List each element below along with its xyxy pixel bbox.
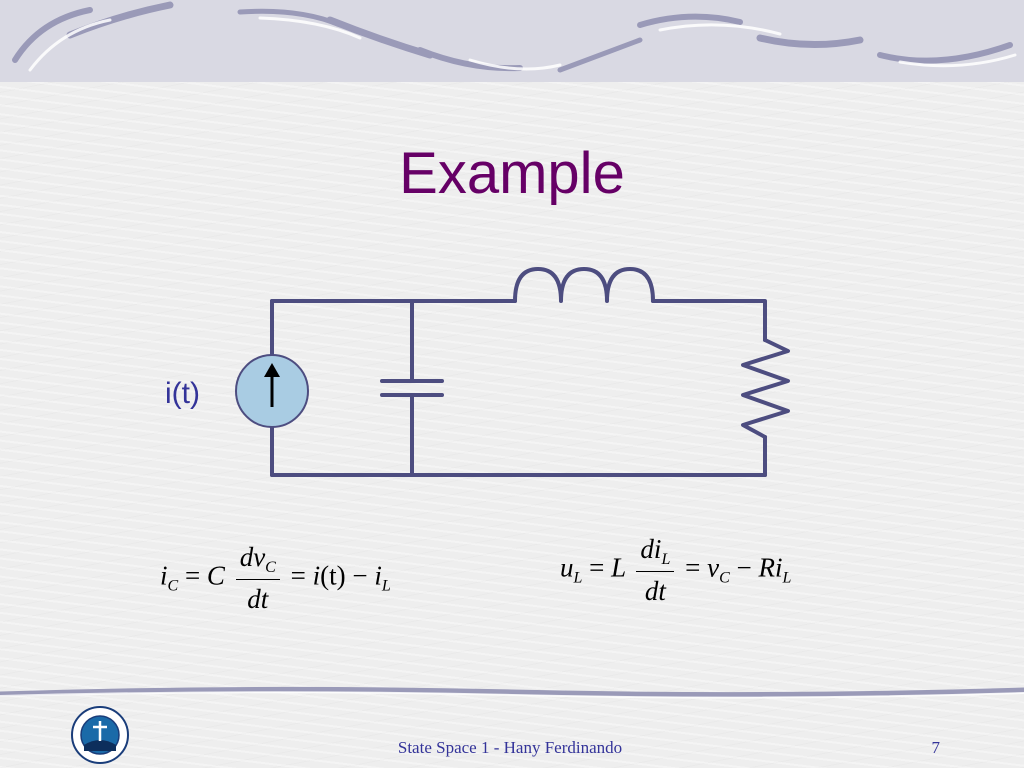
top-wire-right (651, 299, 767, 342)
eq2-lhs-sub: L (573, 569, 583, 587)
eq1-equals-2: = (290, 560, 306, 591)
eq2-rhs-b: Ri (758, 552, 783, 583)
page-number: 7 (931, 738, 941, 757)
eq2-coef: L (611, 552, 626, 583)
eq1-rhs-paren: (t) (320, 560, 346, 591)
eq1-num: dv (239, 542, 266, 572)
eq2-rhs-a: v (707, 552, 720, 583)
eq2-rhs-a-sub: C (719, 569, 730, 587)
eq1-equals-1: = (184, 560, 201, 591)
eq1-lhs-var: i (160, 560, 168, 591)
eq1-rhs-b-sub: L (381, 577, 391, 595)
up-arrow-icon (264, 363, 280, 407)
eq1-rhs-a: i (312, 560, 321, 591)
eq1-minus: − (352, 560, 368, 591)
eq2-equals-1: = (589, 552, 605, 583)
eq2-lhs-var: u (560, 552, 574, 583)
eq2-rhs-b-sub: L (782, 569, 792, 587)
eq2-num-sub: L (661, 551, 671, 568)
eq1-lhs-sub: C (167, 577, 179, 595)
circuit-diagram (235, 267, 790, 477)
eq1-rhs-b: i (374, 560, 382, 591)
footer-divider (0, 686, 1024, 699)
equation-capacitor: iC = C dvC dt = i(t) − iL (160, 542, 391, 615)
decorative-header-band (0, 0, 1024, 82)
eq1-coef: C (206, 560, 225, 591)
eq1-den: dt (247, 584, 269, 614)
equation-inductor: uL = L diL dt = vC − RiL (560, 534, 791, 607)
eq2-fraction: diL dt (636, 534, 675, 607)
resistor (741, 338, 790, 439)
eq1-fraction: dvC dt (235, 542, 280, 615)
eq2-minus: − (736, 552, 752, 583)
inductor (513, 267, 655, 303)
slide-title: Example (399, 141, 625, 206)
footer-text: State Space 1 - Hany Ferdinando (397, 738, 623, 757)
university-logo-icon (71, 706, 129, 764)
eq1-num-sub: C (265, 559, 276, 576)
eq2-equals-2: = (685, 552, 701, 583)
eq2-den: dt (644, 576, 666, 606)
eq2-num: di (640, 534, 662, 564)
current-source-label: i(t) (165, 377, 200, 410)
